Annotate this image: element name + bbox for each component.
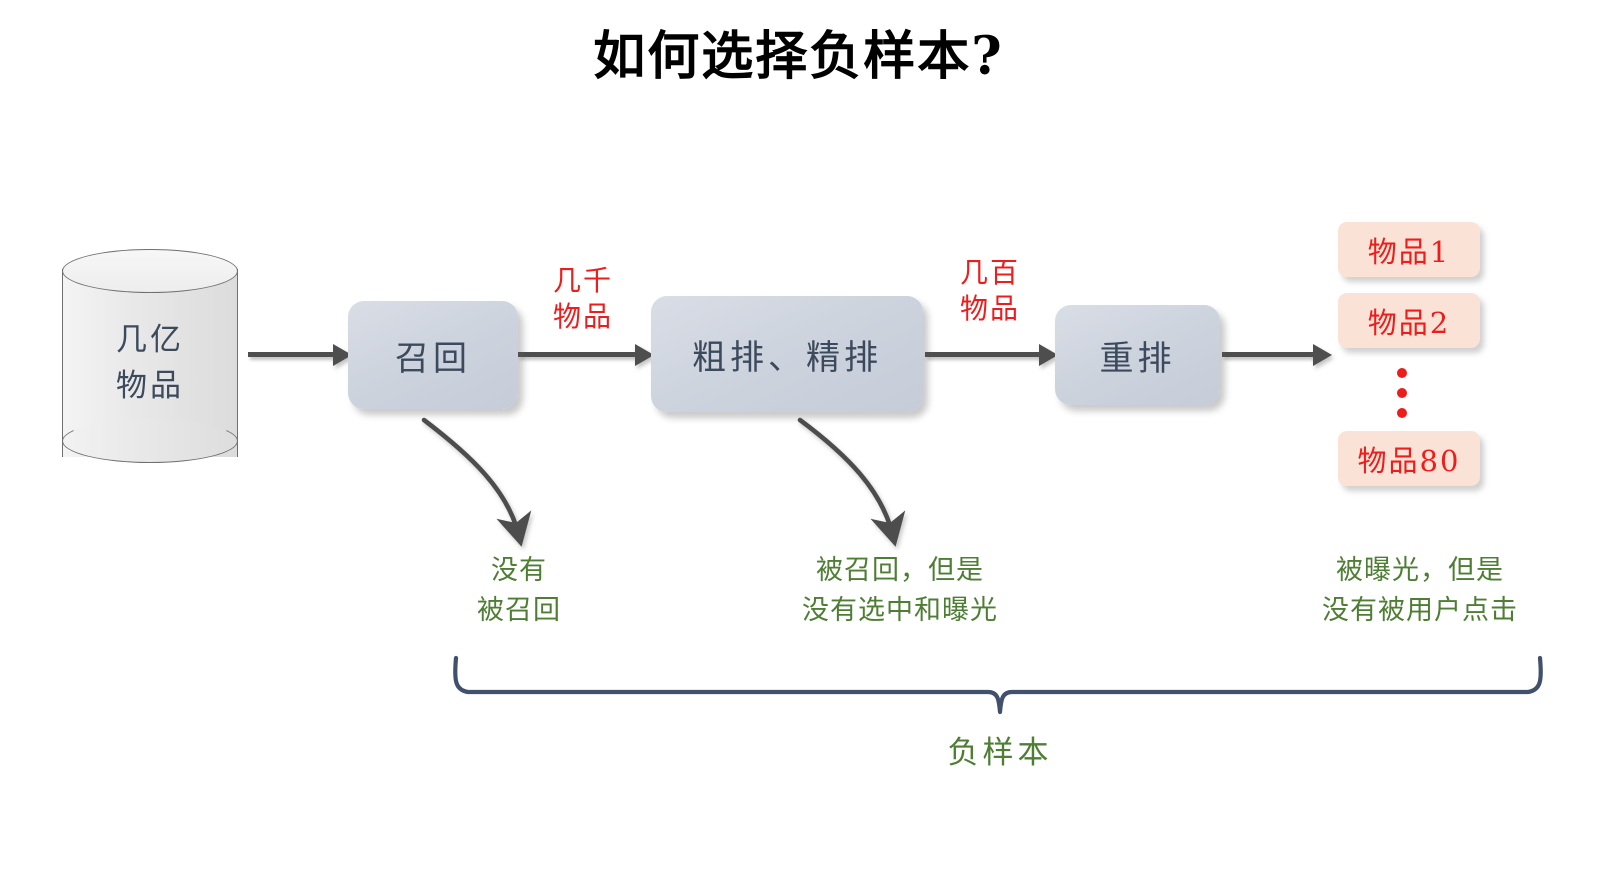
ellipsis-dot (1397, 368, 1407, 378)
annotation-recalled-not-shown: 被召回，但是 没有选中和曝光 (750, 551, 1050, 631)
curved-arrow-recall-dropoff (421, 417, 532, 547)
annotation-not-recalled-line2: 被召回 (477, 595, 561, 626)
arrow-shaft (518, 352, 636, 357)
result-item-1[interactable]: 物品1 (1338, 222, 1480, 277)
cylinder-top-ellipse (62, 249, 238, 293)
vertical-ellipsis-icon (1392, 368, 1412, 418)
stage-box-ranking-label: 粗排、精排 (692, 337, 882, 378)
cylinder-label: 几亿 物品 (62, 317, 238, 409)
negative-sample-brace (453, 655, 1543, 715)
flow-label-hundreds: 几百 物品 (935, 255, 1045, 327)
ellipsis-dot (1397, 388, 1407, 398)
arrow-head (333, 344, 352, 366)
annotation-recalled-not-shown-line2: 没有选中和曝光 (802, 595, 998, 626)
result-item-80-label: 物品80 (1357, 443, 1461, 478)
stage-box-recall[interactable]: 召回 (348, 301, 518, 409)
stage-box-rerank-label: 重排 (1099, 338, 1176, 379)
arrow-recall-to-ranking (518, 344, 654, 366)
curved-arrow-ranking-dropoff (797, 417, 906, 547)
negative-sample-label: 负样本 (947, 735, 1053, 771)
arrow-ranking-to-rerank (925, 344, 1058, 366)
arrow-head (1039, 344, 1058, 366)
cylinder-bottom-ellipse (62, 419, 238, 463)
page-title: 如何选择负样本? (593, 26, 1004, 87)
arrow-shaft (248, 352, 334, 357)
annotation-shown-not-clicked-line1: 被曝光，但是 (1336, 555, 1504, 586)
result-item-2[interactable]: 物品2 (1338, 293, 1480, 348)
arrow-rerank-to-results (1222, 344, 1332, 366)
result-item-2-label: 物品2 (1367, 305, 1451, 340)
flow-label-hundreds-line1: 几百 (959, 256, 1020, 289)
item-pool-cylinder: 几亿 物品 (62, 249, 240, 477)
annotation-recalled-not-shown-line1: 被召回，但是 (816, 555, 984, 586)
flow-label-hundreds-line2: 物品 (959, 292, 1020, 325)
stage-box-rerank[interactable]: 重排 (1055, 305, 1220, 405)
arrow-shaft (1222, 352, 1314, 357)
cylinder-label-line2: 物品 (116, 368, 184, 404)
result-item-80[interactable]: 物品80 (1338, 431, 1480, 486)
annotation-not-recalled-line1: 没有 (491, 555, 547, 586)
arrow-pool-to-recall (248, 344, 352, 366)
flow-label-thousands-line1: 几千 (552, 264, 613, 297)
annotation-shown-not-clicked: 被曝光，但是 没有被用户点击 (1270, 551, 1570, 631)
result-item-1-label: 物品1 (1367, 234, 1451, 269)
flow-label-thousands: 几千 物品 (528, 263, 638, 335)
annotation-shown-not-clicked-line2: 没有被用户点击 (1322, 595, 1518, 626)
stage-box-ranking[interactable]: 粗排、精排 (651, 296, 923, 412)
flow-label-thousands-line2: 物品 (552, 300, 613, 333)
annotation-not-recalled: 没有 被召回 (404, 551, 634, 631)
arrow-head (635, 344, 654, 366)
stage-box-recall-label: 召回 (395, 338, 471, 379)
ellipsis-dot (1397, 408, 1407, 418)
arrow-shaft (925, 352, 1040, 357)
arrow-head (1313, 344, 1332, 366)
cylinder-label-line1: 几亿 (116, 322, 184, 358)
